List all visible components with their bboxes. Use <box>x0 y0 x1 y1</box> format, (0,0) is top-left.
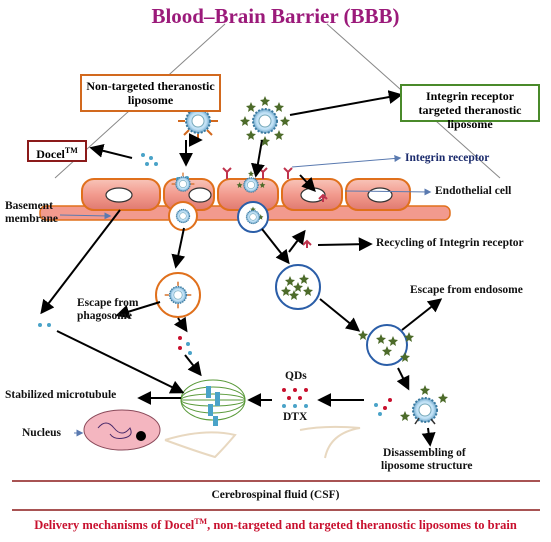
integrin-receptor-label: Integrin receptor <box>405 152 490 164</box>
pointer-arrows <box>59 154 432 437</box>
qds-label: QDs <box>285 370 307 382</box>
glia-outline-1 <box>164 431 237 459</box>
figure-caption: Delivery mechanisms of DocelTM, non-targ… <box>0 517 551 533</box>
docel-label: Docel <box>36 147 65 161</box>
qds-dtx-dots <box>282 388 308 408</box>
integrin-targeted-liposome-box: Integrin receptor targeted theranostic l… <box>400 84 540 131</box>
csf-label: Cerebrospinal fluid (CSF) <box>211 489 340 501</box>
nucleus-label: Nucleus <box>22 427 61 439</box>
microtubule-spindle <box>180 379 246 426</box>
integrin-targeted-liposome <box>240 96 290 146</box>
integrin-receptors <box>222 167 328 248</box>
released-particles <box>374 398 392 416</box>
phagosome-liposome <box>164 281 192 309</box>
recycling-label: Recycling of Integrin receptor <box>376 237 524 249</box>
cell-nucleus <box>83 409 161 451</box>
endosome-escape <box>366 324 408 366</box>
disassembling-liposome <box>400 385 448 425</box>
nucleus-cell-5 <box>367 187 393 203</box>
crossing-liposome <box>171 172 195 192</box>
docel-tm: TM <box>64 146 78 155</box>
docel-box: DocelTM <box>27 140 87 162</box>
dtx-label: DTX <box>283 411 308 423</box>
escape-phagosome-label-1: Escape from <box>77 297 139 309</box>
basement-membrane-label-1: Basement <box>5 200 53 212</box>
caption-part1: Delivery mechanisms of Docel <box>34 518 195 533</box>
basement-membrane-label-2: membrane <box>5 213 59 225</box>
glia-outline-2 <box>299 425 361 459</box>
non-targeted-liposome-box: Non-targeted theranostic liposome <box>80 74 221 112</box>
escape-phagosome-label-2: phagosome <box>77 310 132 322</box>
disassembling-label-1: Disassembling of <box>383 447 466 459</box>
nucleus-cell-2 <box>188 187 212 203</box>
phago-particles <box>178 336 192 355</box>
diagram-title: Blood–Brain Barrier (BBB) <box>151 4 400 28</box>
stabilized-microtubule-label: Stabilized microtubule <box>5 389 117 401</box>
caption-part2: , non-targeted and targeted theranostic … <box>207 518 517 533</box>
escape-endosome-label: Escape from endosome <box>410 284 523 296</box>
disassembling-label-2: liposome structure <box>381 460 473 472</box>
nucleus-cell-1 <box>105 187 133 203</box>
caption-tm: TM <box>194 517 208 526</box>
vesicle-liposome <box>175 208 191 224</box>
endothelial-cell-label: Endothelial cell <box>435 185 512 197</box>
